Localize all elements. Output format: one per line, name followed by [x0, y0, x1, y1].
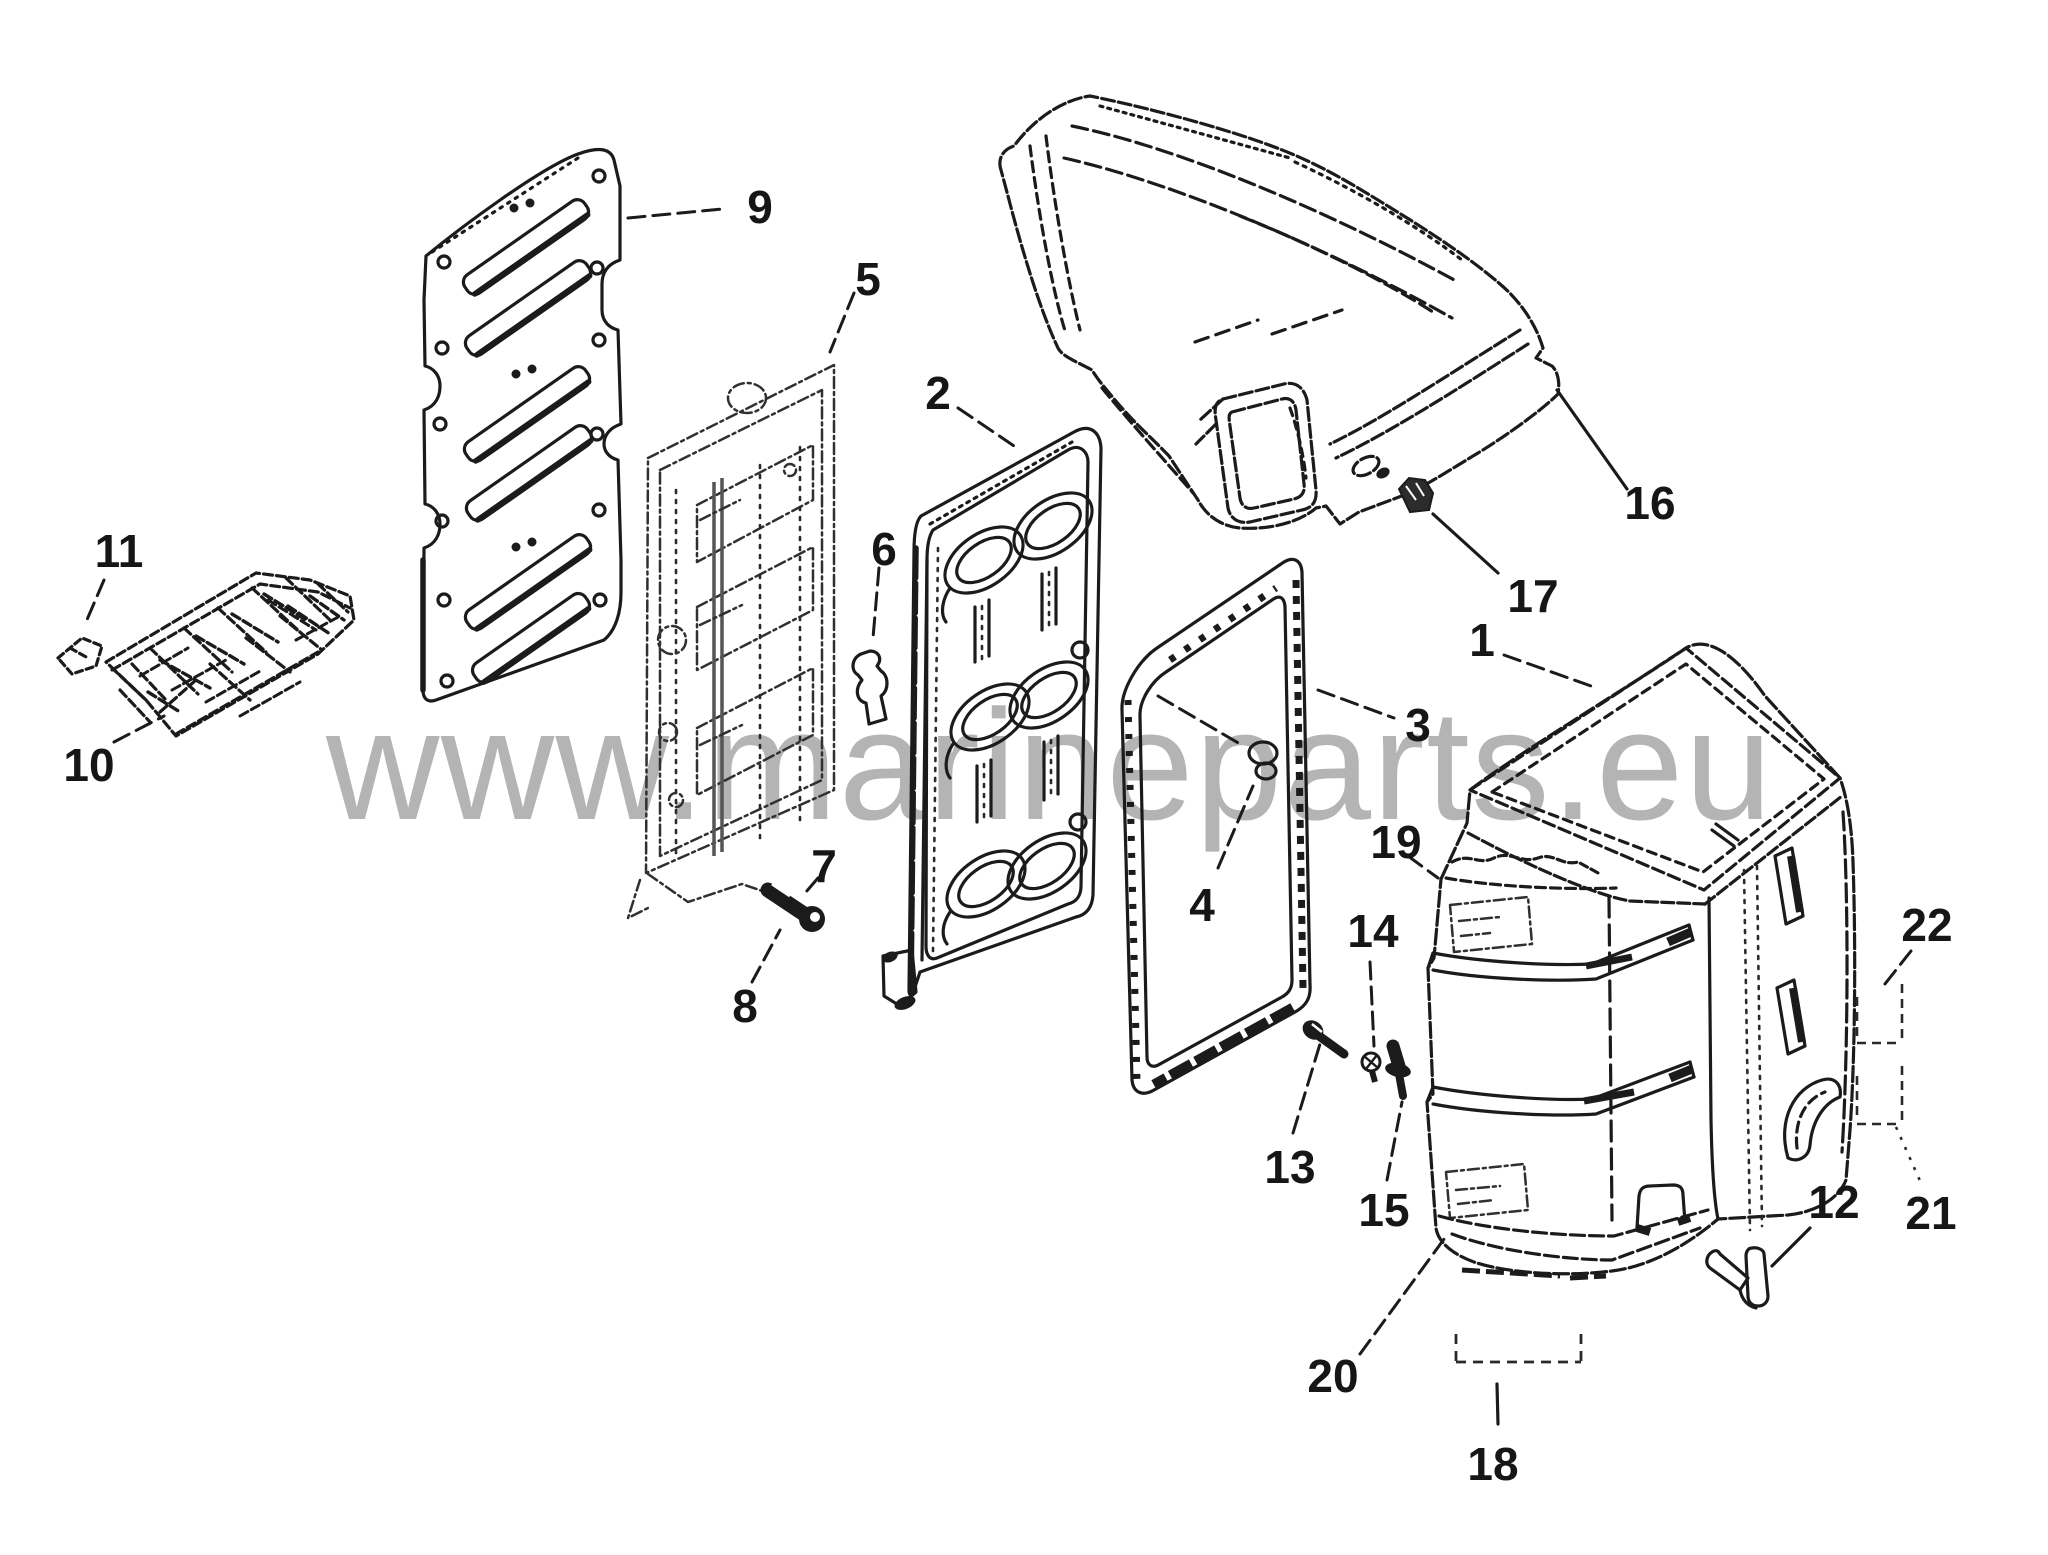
- svg-text:10: 10: [63, 739, 114, 791]
- svg-text:21: 21: [1905, 1187, 1956, 1239]
- svg-text:12: 12: [1808, 1176, 1859, 1228]
- svg-text:13: 13: [1264, 1141, 1315, 1193]
- svg-text:20: 20: [1307, 1350, 1358, 1402]
- svg-text:11: 11: [95, 525, 144, 577]
- svg-text:6: 6: [871, 523, 897, 575]
- svg-text:22: 22: [1901, 899, 1952, 951]
- svg-text:18: 18: [1467, 1438, 1518, 1490]
- svg-text:1: 1: [1469, 614, 1495, 666]
- svg-text:17: 17: [1507, 570, 1558, 622]
- svg-text:2: 2: [925, 367, 951, 419]
- svg-text:16: 16: [1624, 477, 1675, 529]
- svg-text:7: 7: [811, 840, 837, 892]
- svg-text:5: 5: [855, 253, 881, 305]
- svg-text:3: 3: [1405, 699, 1431, 751]
- svg-text:8: 8: [732, 980, 758, 1032]
- svg-text:14: 14: [1347, 905, 1399, 957]
- svg-text:4: 4: [1189, 879, 1215, 931]
- svg-text:9: 9: [747, 181, 773, 233]
- svg-text:15: 15: [1358, 1184, 1409, 1236]
- svg-text:19: 19: [1370, 816, 1421, 868]
